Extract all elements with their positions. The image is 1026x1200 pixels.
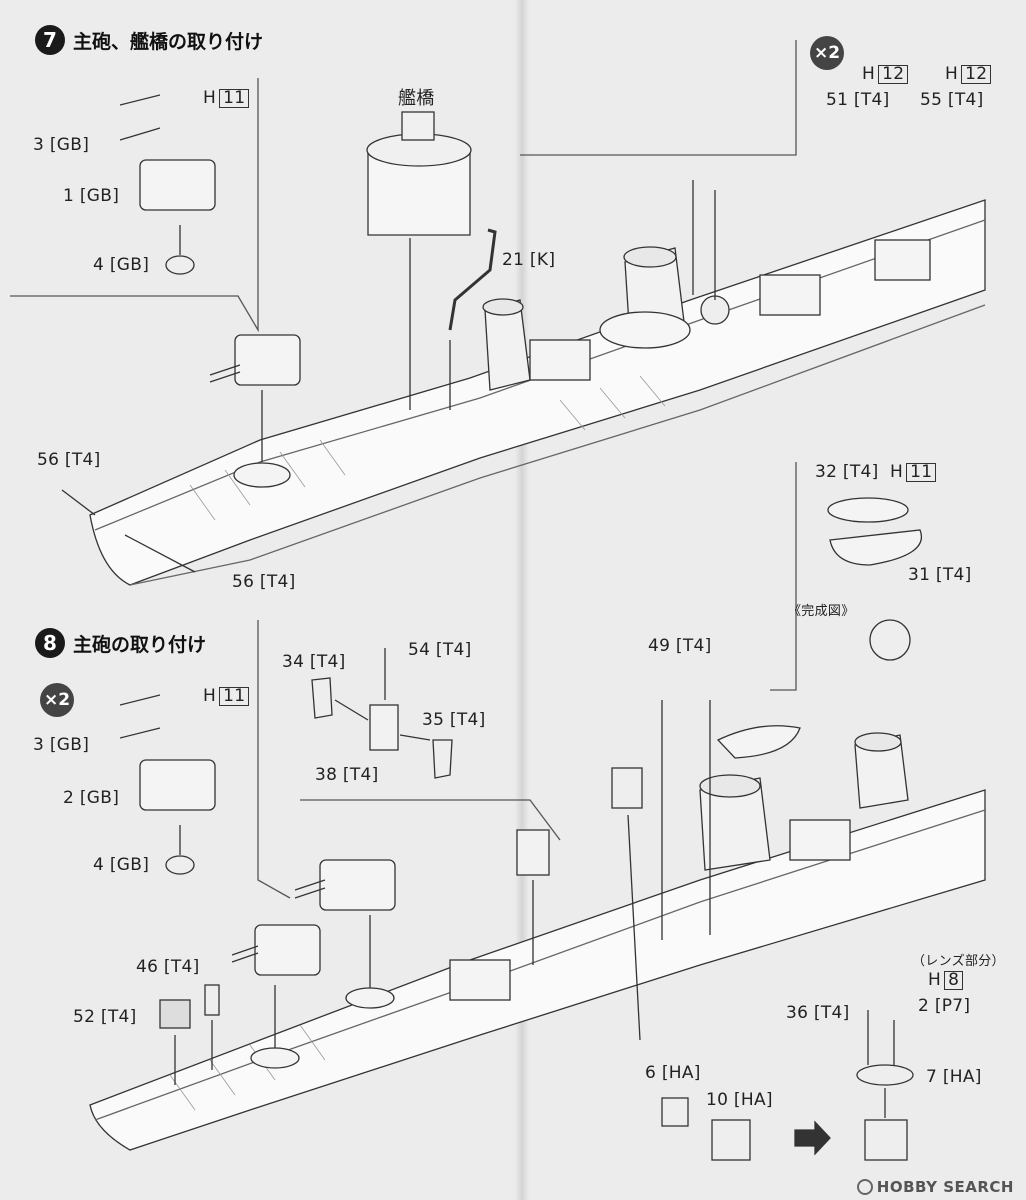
part-34t4-label: 34 [T4] (282, 652, 346, 672)
part-31t4-label: 31 [T4] (908, 565, 972, 585)
part-35t4-label: 35 [T4] (422, 710, 486, 730)
watermark: HOBBY SEARCH (856, 1178, 1014, 1196)
step-8-title: 主砲の取り付け (73, 633, 207, 656)
step-7-title: 主砲、艦橋の取り付け (73, 30, 264, 53)
part-56t4-label-a: 56 [T4] (37, 450, 101, 470)
watermark-text: HOBBY SEARCH (876, 1178, 1014, 1196)
step-8-number: 8 (35, 628, 65, 658)
part-55t4-label: 55 [T4] (920, 90, 984, 110)
part-3gb-label: 3 [GB] (33, 135, 90, 155)
lens-part-note: （レンズ部分） (912, 954, 1005, 969)
step-8-header: 8 主砲の取り付け (35, 628, 206, 658)
step-7-number: 7 (35, 25, 65, 55)
part-2gb-label: 2 [GB] (63, 788, 120, 808)
part-1gb-label: 1 [GB] (63, 186, 120, 206)
multiply-two-badge-8: ×2 (40, 683, 74, 717)
part-49t4-label: 49 [T4] (648, 636, 712, 656)
part-6ha-label: 6 [HA] (645, 1063, 701, 1083)
multiply-two-badge: ×2 (810, 36, 844, 70)
bridge-label: 艦橋 (398, 88, 435, 109)
part-52t4-label: 52 [T4] (73, 1007, 137, 1027)
finished-view-label: 《完成図》 (788, 604, 855, 619)
part-7ha-label: 7 [HA] (926, 1067, 982, 1087)
step-7-header: 7 主砲、艦橋の取り付け (35, 25, 263, 55)
part-32t4-label: 32 [T4] (815, 462, 879, 482)
part-10ha-label: 10 [HA] (706, 1090, 773, 1110)
part-4gb-label: 4 [GB] (93, 255, 150, 275)
part-3gb-label-8: 3 [GB] (33, 735, 90, 755)
hobby-search-logo-icon (856, 1179, 873, 1195)
part-46t4-label: 46 [T4] (136, 957, 200, 977)
part-54t4-label: 54 [T4] (408, 640, 472, 660)
part-38t4-label: 38 [T4] (315, 765, 379, 785)
part-4gb-label-8: 4 [GB] (93, 855, 150, 875)
part-36t4-label: 36 [T4] (786, 1003, 850, 1023)
part-21k-label: 21 [K] (502, 250, 556, 270)
part-2p7-label: 2 [P7] (918, 996, 971, 1016)
part-51t4-label: 51 [T4] (826, 90, 890, 110)
part-56t4-label-b: 56 [T4] (232, 572, 296, 592)
